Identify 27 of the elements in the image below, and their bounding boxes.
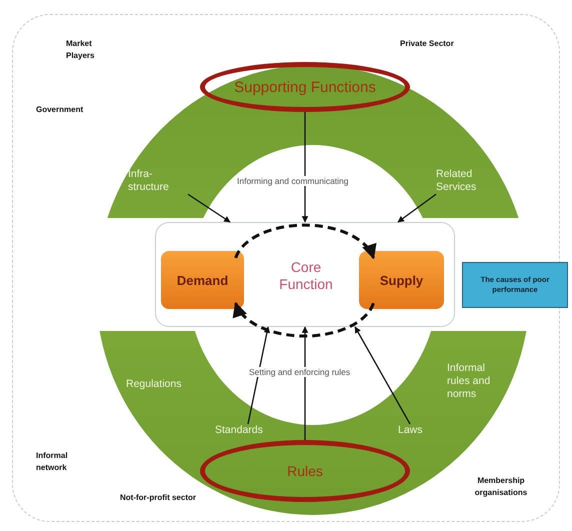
- text-label: Informal network: [36, 450, 69, 474]
- band-label: Laws: [398, 424, 438, 438]
- market-box: Supply: [359, 251, 444, 309]
- band-label: Standards: [215, 424, 275, 438]
- text-label: Private Sector: [400, 38, 455, 50]
- arrow: [397, 194, 436, 223]
- text-label: Market Players: [66, 38, 96, 62]
- band-label: Regulations: [126, 378, 190, 392]
- text-label: Informing and communicating: [236, 176, 350, 186]
- arrow: [302, 326, 308, 440]
- core-title: Core Function: [278, 259, 334, 293]
- arrow: [354, 326, 411, 424]
- highlight-ellipse: Supporting Functions: [200, 62, 410, 112]
- text-label: Not-for-profit sector: [119, 492, 197, 504]
- text-label: Government: [36, 104, 84, 116]
- band-label: Informal rules and norms: [447, 362, 507, 402]
- highlight-ellipse: Rules: [200, 440, 410, 502]
- arrow: [302, 112, 308, 223]
- arrow: [188, 194, 231, 223]
- band-label: Infra-structure: [128, 168, 188, 194]
- text-label: Setting and enforcing rules: [248, 367, 352, 377]
- arrow: [247, 326, 270, 424]
- text-label: Membership organisations: [474, 475, 528, 499]
- band-label: Related Services: [436, 168, 496, 194]
- dashed-cycle-arrow: [234, 302, 375, 338]
- dashed-cycle-arrow: [234, 224, 375, 260]
- market-box: Demand: [161, 251, 244, 309]
